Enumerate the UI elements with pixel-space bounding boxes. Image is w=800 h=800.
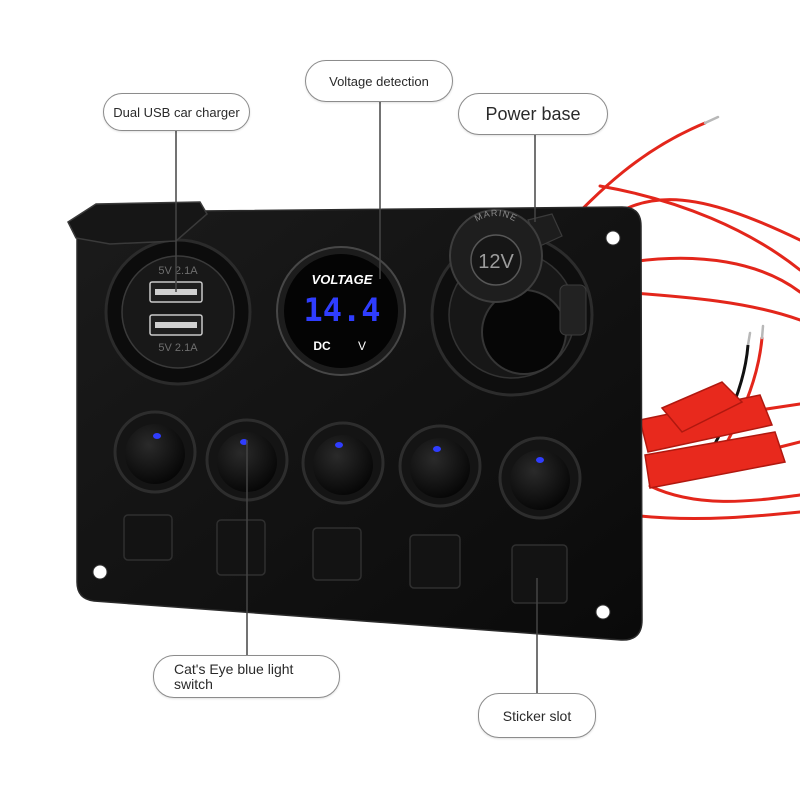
red-wire	[618, 290, 800, 322]
usb-top-rating: 5V 2.1A	[158, 265, 198, 277]
fuse-holder	[660, 381, 744, 433]
power-socket: MARINE 12V	[430, 208, 594, 397]
leader-lines	[175, 102, 538, 693]
screw-hole	[92, 564, 108, 580]
voltmeter-reading: 14.4	[303, 291, 380, 329]
blue-indicator-light	[536, 457, 544, 463]
callout-usb-charger: Dual USB car charger	[103, 93, 250, 131]
usb-port-bottom-tongue	[155, 322, 197, 328]
red-wire	[628, 256, 800, 294]
socket-latch	[559, 284, 587, 336]
screw-hole	[605, 230, 621, 246]
sticker-slots	[123, 514, 568, 604]
voltmeter-dc: DC	[313, 339, 331, 353]
socket-cap-center	[470, 234, 522, 286]
callout-power-base-label: Power base	[485, 103, 581, 124]
sticker-slot	[216, 519, 266, 576]
fuse-holders	[639, 381, 786, 489]
sticker-slot	[123, 514, 173, 561]
usb-dust-cap	[67, 201, 208, 245]
callout-usb-charger-label: Dual USB car charger	[113, 104, 240, 120]
cap-brand: MARINE	[473, 208, 519, 224]
rocker-switch	[398, 424, 482, 508]
callout-voltage-detection: Voltage detection	[305, 60, 453, 102]
red-wire	[778, 440, 800, 449]
wire-tip	[760, 324, 765, 340]
red-wire	[758, 402, 800, 412]
voltmeter-title: VOLTAGE	[312, 272, 373, 287]
sticker-slot	[511, 544, 568, 604]
rocker-switch	[113, 410, 197, 494]
wire-tips	[703, 115, 765, 347]
red-wire	[598, 184, 800, 272]
usb-charger: 5V 2.1A 5V 2.1A	[104, 238, 252, 386]
blue-indicator-light	[335, 442, 343, 448]
callout-blue-light-switch-label: Cat's Eye blue light switch	[174, 660, 294, 692]
blue-indicator-light	[153, 433, 161, 439]
callout-blue-light-switch: Cat's Eye blue light switch	[153, 655, 340, 698]
fuse-holder	[644, 431, 786, 489]
callout-sticker-slot-label: Sticker slot	[502, 707, 572, 724]
callout-voltage-detection-label: Voltage detection	[329, 73, 429, 89]
voltmeter-unit: V	[358, 339, 366, 353]
blue-indicator-light	[240, 439, 248, 445]
wire-tip	[746, 331, 752, 347]
wire-tip	[703, 115, 720, 125]
cap-brand-path: MARINE	[473, 208, 518, 224]
screw-holes	[92, 230, 621, 620]
rocker-switch	[498, 436, 582, 520]
sticker-slot	[409, 534, 461, 589]
voltmeter-display	[284, 254, 398, 368]
red-wire	[638, 510, 800, 521]
callout-power-base: Power base	[458, 93, 608, 135]
red-wire	[648, 484, 800, 503]
usb-bottom-rating: 5V 2.1A	[158, 342, 198, 354]
cap-voltage: 12V	[478, 251, 514, 273]
rocker-switch	[301, 421, 385, 505]
screw-hole	[595, 604, 611, 620]
voltmeter: VOLTAGE 14.4 DC V	[276, 246, 406, 376]
blue-indicator-light	[433, 446, 441, 452]
sticker-slot	[312, 527, 362, 581]
callout-sticker-slot: Sticker slot	[478, 693, 596, 738]
